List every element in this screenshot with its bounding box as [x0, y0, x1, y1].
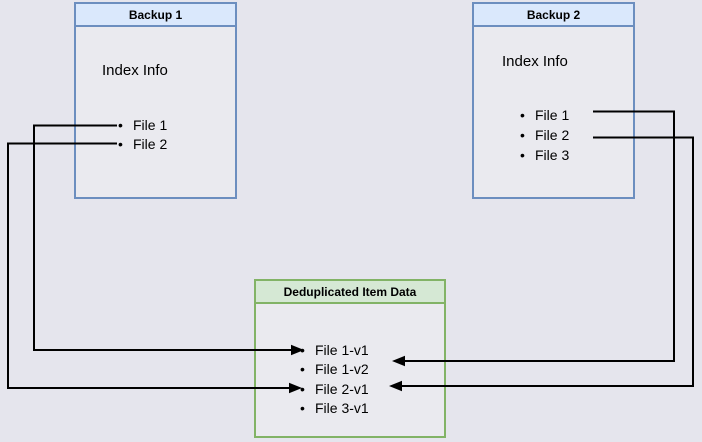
backup1-box: Backup 1 Index Info File 1 File 2 — [74, 2, 237, 199]
file-label: File 2 — [535, 127, 570, 143]
bullet-icon — [300, 342, 315, 358]
file-label: File 2 — [133, 135, 168, 152]
file-label: File 2-v1 — [315, 380, 369, 397]
file-list-item: File 3-v1 — [300, 399, 369, 419]
file-list-item: File 1-v2 — [300, 360, 369, 380]
bullet-icon — [300, 400, 315, 416]
bullet-icon — [520, 147, 535, 163]
bullet-icon — [300, 361, 315, 377]
file-list-item: File 2 — [520, 125, 569, 145]
file-label: File 1-v2 — [315, 361, 369, 378]
dedup-title: Deduplicated Item Data — [256, 281, 444, 304]
bullet-icon — [300, 381, 315, 397]
file-label: File 1-v1 — [315, 341, 369, 358]
backup2-title: Backup 2 — [474, 4, 633, 27]
bullet-icon — [118, 117, 133, 133]
bullet-icon — [118, 136, 133, 152]
bullet-icon — [520, 127, 535, 143]
backup1-title: Backup 1 — [76, 4, 235, 27]
dedup-item-list: File 1-v1 File 1-v2 File 2-v1 File 3-v1 — [300, 340, 369, 418]
backup1-index-info-label: Index Info — [102, 62, 168, 79]
file-list-item: File 1 — [520, 105, 569, 125]
backup2-box: Backup 2 Index Info File 1 File 2 File 3 — [472, 2, 635, 199]
backup1-file-list: File 1 File 2 — [118, 116, 167, 153]
file-list-item: File 1 — [118, 116, 167, 135]
file-list-item: File 2-v1 — [300, 379, 369, 399]
file-list-item: File 3 — [520, 145, 569, 165]
file-label: File 3-v1 — [315, 400, 369, 417]
file-label: File 1 — [535, 107, 570, 123]
file-list-item: File 1-v1 — [300, 340, 369, 360]
file-label: File 3 — [535, 147, 570, 163]
bullet-icon — [520, 107, 535, 123]
file-label: File 1 — [133, 117, 168, 134]
backup2-index-info-label: Index Info — [502, 53, 568, 70]
file-list-item: File 2 — [118, 135, 167, 154]
backup2-file-list: File 1 File 2 File 3 — [520, 105, 569, 165]
deduplicated-item-data-box: Deduplicated Item Data File 1-v1 File 1-… — [254, 279, 446, 438]
